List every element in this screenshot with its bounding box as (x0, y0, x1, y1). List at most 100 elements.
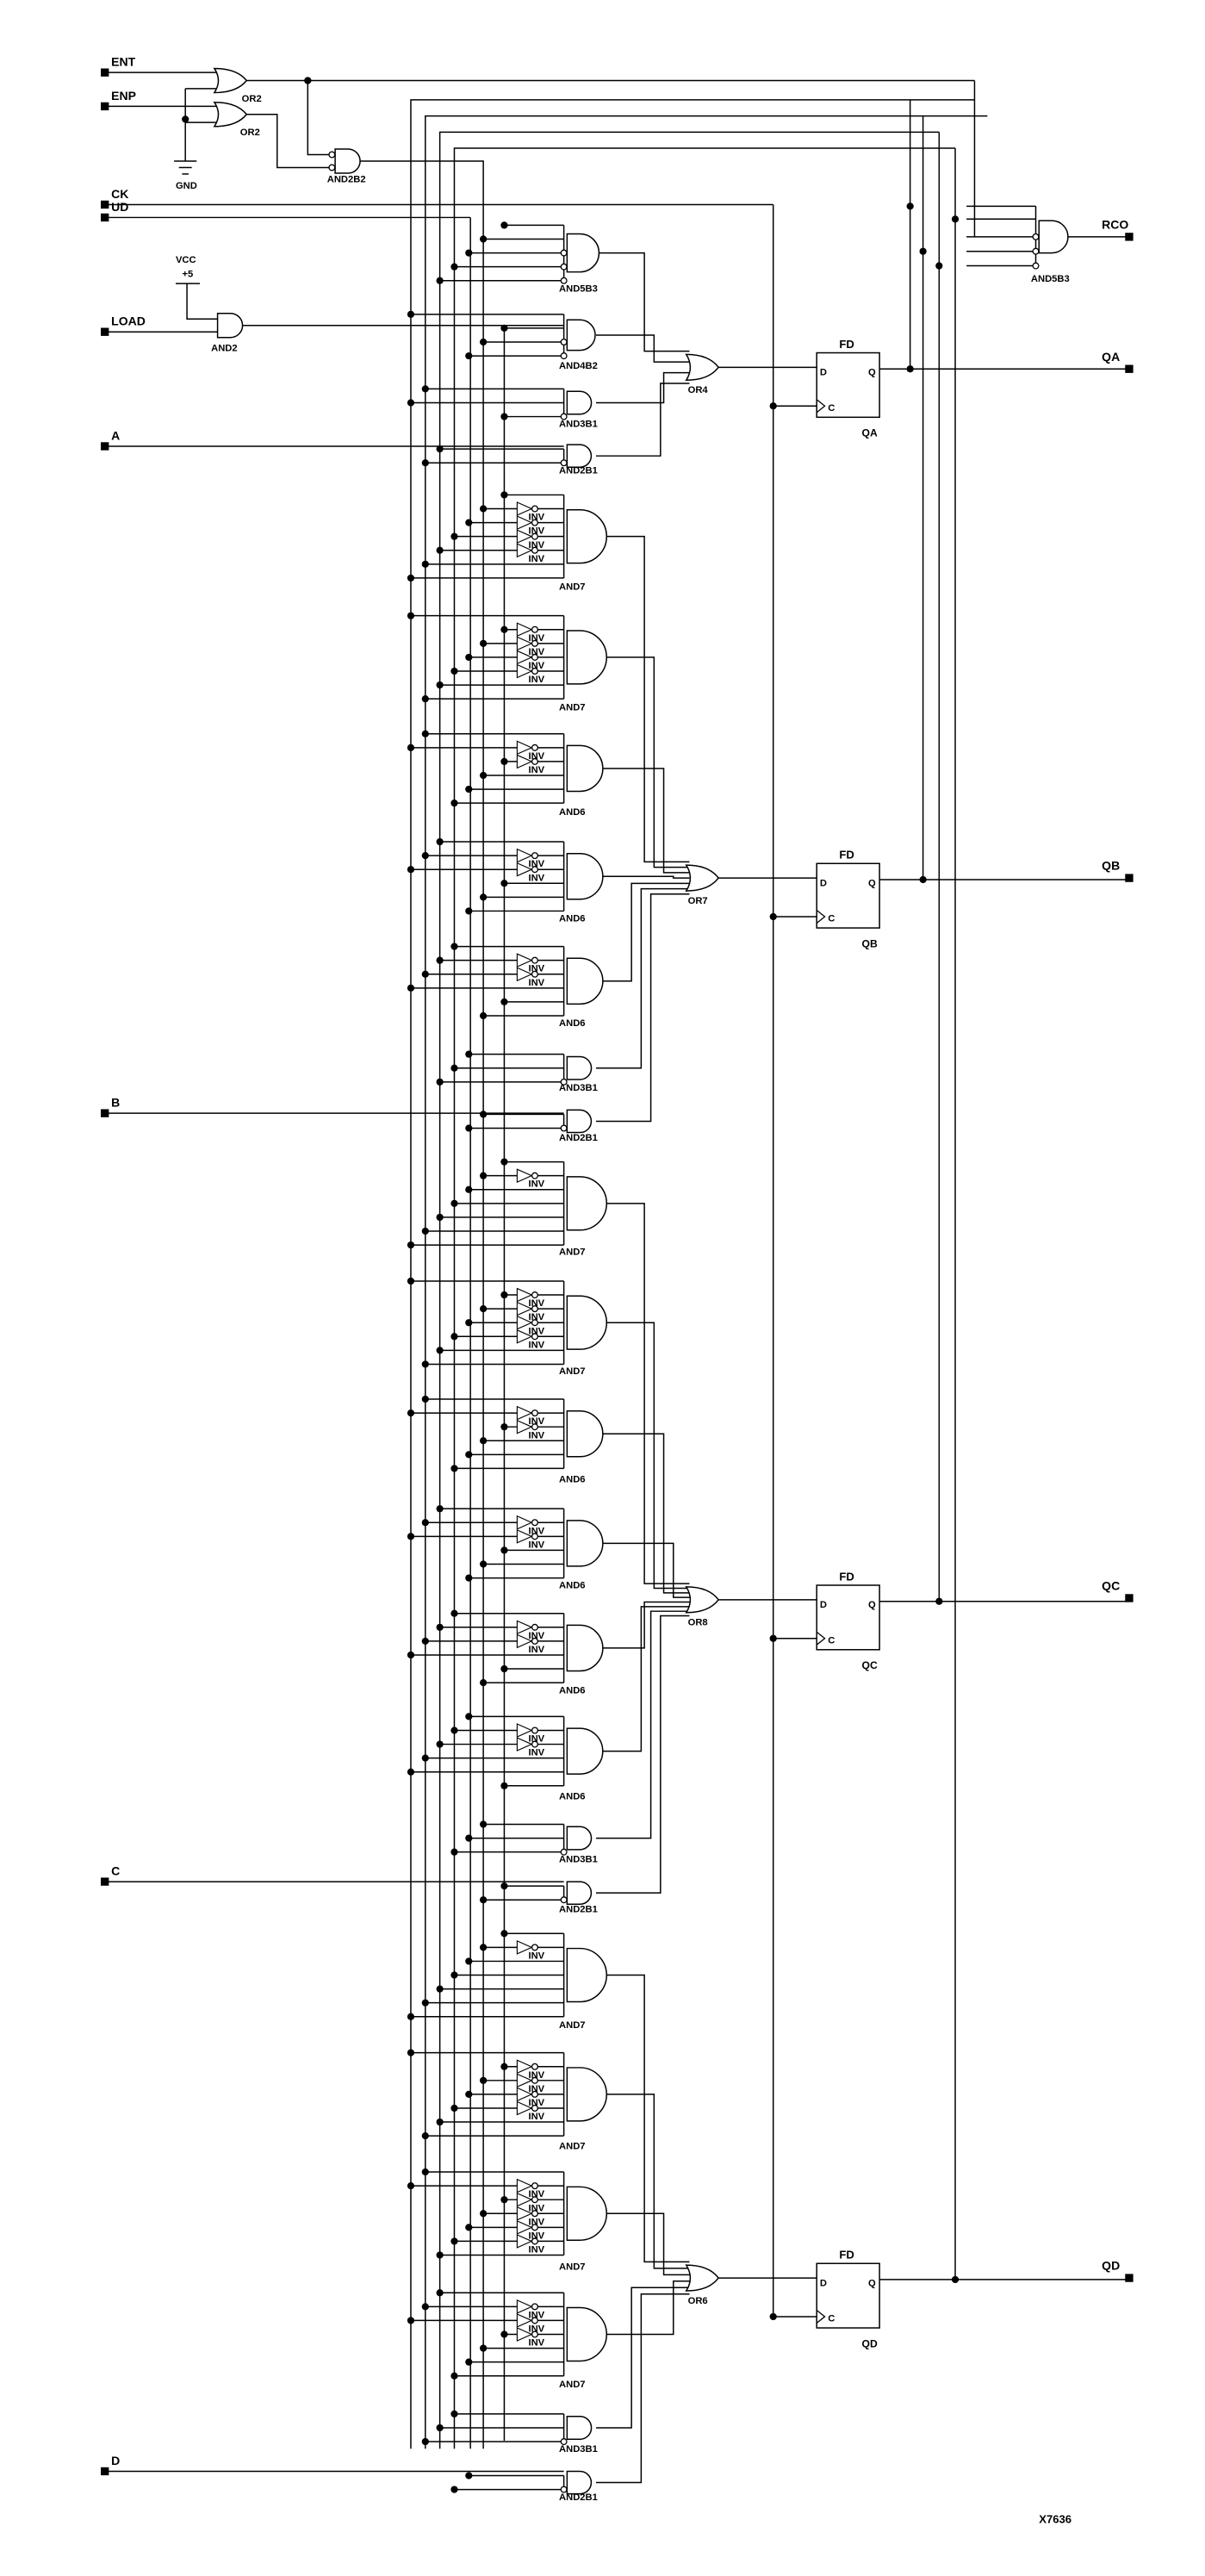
junction-dot (480, 2210, 488, 2218)
flipflop-d-pin: D (820, 368, 827, 378)
inverter-label: INV (528, 1951, 544, 1961)
wire (596, 383, 690, 457)
inverter-label: INV (528, 1748, 544, 1758)
label: +5 (182, 270, 193, 280)
flipflop-type: FD (839, 2249, 854, 2262)
inversion-bubble-icon (531, 1423, 538, 1431)
junction-dot (436, 1078, 444, 1086)
junction-dot (951, 2275, 960, 2284)
and7-gate-icon (566, 1295, 607, 1350)
junction-dot (500, 413, 508, 420)
wire (596, 656, 690, 868)
junction-dot (500, 1423, 508, 1431)
inversion-bubble-icon (531, 546, 538, 554)
inverter-icon (516, 1405, 533, 1421)
output-pin-qc (1125, 1594, 1134, 1602)
wire (425, 115, 988, 2449)
junction-dot (450, 1465, 458, 1472)
inverter-icon (516, 2073, 533, 2088)
inverter-icon (516, 1419, 533, 1434)
or-gate-label: OR7 (688, 896, 708, 906)
inversion-bubble-icon (531, 1333, 538, 1341)
input-label-ck: CK (111, 187, 128, 201)
inverter-icon (516, 1301, 533, 1316)
junction-dot (500, 221, 508, 229)
flipflop-type: FD (839, 849, 854, 862)
and6-gate-icon (566, 1624, 604, 1672)
junction-dot (450, 800, 458, 807)
junction-dot (421, 1519, 429, 1527)
inversion-bubble-icon (531, 2317, 538, 2324)
gate-label-and6: AND6 (559, 1018, 586, 1029)
and6-gate-icon (566, 1727, 604, 1775)
flipflop-type: FD (839, 338, 854, 351)
flipflop-qa (816, 352, 880, 419)
junction-dot (407, 612, 415, 619)
inverter-label: INV (528, 1179, 544, 1190)
wire (596, 1433, 690, 1594)
inversion-bubble-icon (1032, 247, 1040, 255)
inverter-icon (516, 848, 533, 863)
inversion-bubble-icon (560, 277, 568, 284)
inverter-label: INV (528, 765, 544, 775)
clock-input-icon (816, 1631, 826, 1646)
wire (596, 1322, 690, 1590)
junction-dot (480, 893, 488, 901)
junction-dot (935, 262, 943, 270)
or-gate-label: OR8 (688, 1618, 708, 1628)
wire (307, 80, 332, 156)
inverter-icon (516, 2087, 533, 2102)
inverter-icon (516, 1315, 533, 1330)
output-label-qc: QC (1102, 1579, 1120, 1593)
wire (596, 2293, 690, 2484)
wire (596, 1615, 690, 1894)
wire (596, 334, 690, 363)
inversion-bubble-icon (1032, 233, 1040, 240)
inverter-label: INV (528, 2112, 544, 2122)
junction-dot (436, 277, 444, 284)
junction-dot (304, 77, 312, 84)
junction-dot (500, 757, 508, 766)
wire (596, 2212, 690, 2276)
inverter-label: INV (528, 1645, 544, 1655)
gate-label-and7: AND7 (559, 2141, 586, 2151)
inverter-icon (516, 2220, 533, 2235)
inverter-icon (516, 1633, 533, 1649)
wire (596, 535, 690, 863)
and5b3-gate-icon (566, 233, 600, 273)
junction-dot (436, 1985, 444, 1993)
junction-dot (407, 574, 415, 582)
gate-label-and2b1: AND2B1 (559, 466, 598, 476)
junction-dot (436, 681, 444, 689)
wire (596, 1601, 690, 1649)
junction-dot (421, 2132, 429, 2140)
and2-gate-icon (216, 312, 244, 339)
gate-label-and7: AND7 (559, 2262, 586, 2273)
inversion-bubble-icon (531, 2182, 538, 2190)
junction-dot (450, 1333, 458, 1341)
and6-gate-icon (566, 1520, 604, 1567)
inverter-label: INV (528, 1734, 544, 1745)
gate-label-and6: AND6 (559, 1581, 586, 1591)
inversion-bubble-icon (1032, 262, 1040, 270)
flipflop-d-pin: D (820, 2278, 827, 2288)
gate-label-and2b1: AND2B1 (559, 1133, 598, 1143)
and7-gate-icon (566, 1176, 607, 1231)
wire (596, 1974, 690, 2263)
junction-dot (465, 1574, 473, 1582)
flipflop-d-pin: D (820, 878, 827, 888)
junction-dot (450, 943, 458, 950)
junction-dot (421, 695, 429, 703)
inverter-icon (516, 529, 533, 544)
and6-gate-icon (566, 1409, 604, 1458)
input-label-load: LOAD (111, 314, 146, 328)
input-label-d: D (111, 2454, 120, 2467)
wire (596, 887, 690, 1069)
inverter-label: INV (528, 2231, 544, 2241)
junction-dot (465, 519, 473, 526)
gate-label-and2b1: AND2B1 (559, 1905, 598, 1915)
junction-dot (465, 1124, 473, 1132)
inverter-icon (516, 515, 533, 530)
junction-dot (407, 984, 415, 992)
junction-dot (421, 1360, 429, 1368)
